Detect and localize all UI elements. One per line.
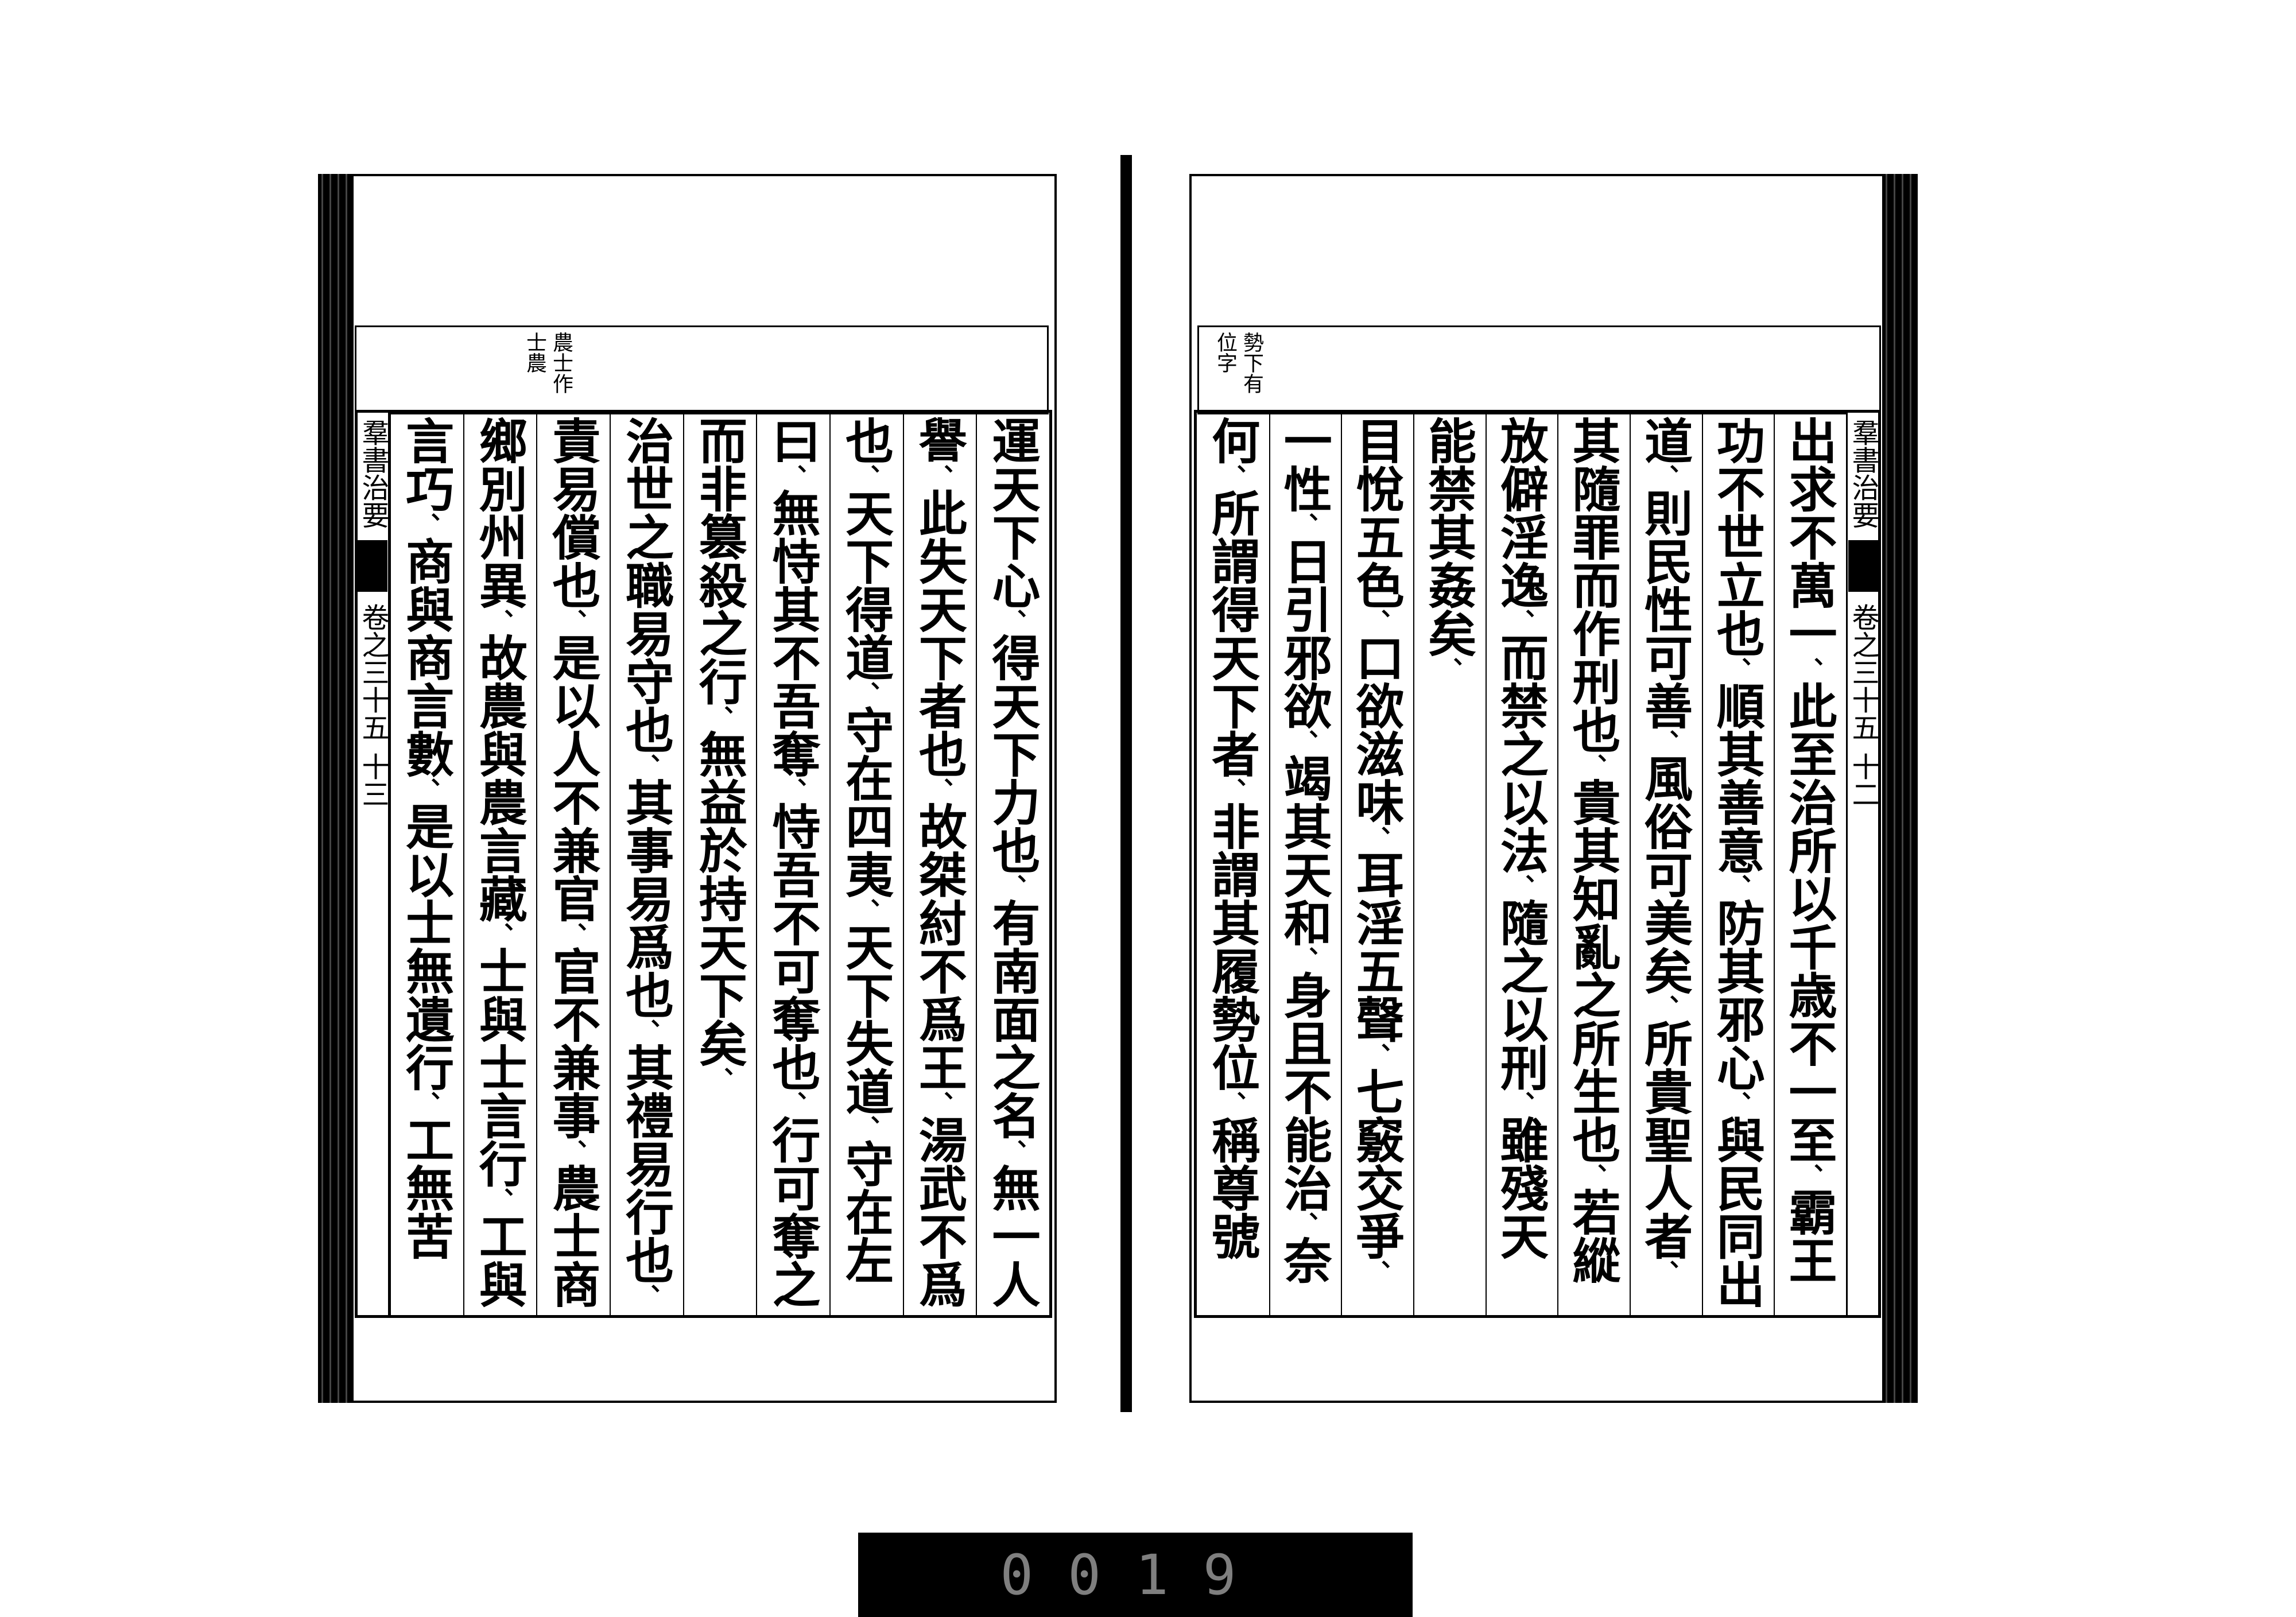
punctuation-mark: 、 [999,1139,1027,1164]
left-page: 農士作 士農 運天下心、得天下力也、有南面之名、無一人之 譽、此失天下者也、故桀… [318,174,1057,1403]
punctuation-mark: 、 [925,1091,954,1115]
punctuation-mark: 、 [1362,1043,1391,1067]
punctuation-mark: 、 [1795,657,1824,681]
text-column: 也、天下得道、守在四夷、天下失道、守在左右、故 [829,413,903,1315]
text-column: 出求不萬一、此至治所以千歳不一至、霸王之 [1774,413,1846,1315]
head-note-box: 農士作 士農 [355,325,1049,414]
punctuation-mark: 、 [1651,995,1680,1019]
text-column: 言巧、商與商言數、是以士無遺行、工無苦事、農 [389,413,463,1315]
punctuation-mark: 、 [852,464,881,488]
text-column: 功不世立也、順其善意、防其邪心、與民同出一 [1701,413,1774,1315]
chapter-label: 卷之三十五 [1847,603,1879,741]
leaf-number: 十三 [356,753,389,808]
punctuation-mark: 、 [925,464,954,488]
punctuation-mark: 、 [632,1284,661,1308]
punctuation-mark: 、 [1290,730,1319,754]
punctuation-mark: 、 [1362,826,1391,850]
punctuation-mark: 、 [486,609,514,633]
punctuation-mark: 、 [1434,657,1463,681]
punctuation-mark: 、 [559,1139,587,1164]
text-column: 道、則民性可善、風俗可美矣、所貴聖人者、非貴 [1629,413,1702,1315]
punctuation-mark: 、 [1578,1164,1607,1188]
punctuation-mark: 、 [1795,1164,1824,1188]
plate-number: 0019 [1000,1542,1271,1607]
punctuation-mark: 、 [1507,609,1535,633]
text-column: 而非篡殺之行、無益於持天下矣、 [682,413,757,1315]
punctuation-mark: 、 [999,609,1027,633]
punctuation-mark: 、 [1290,947,1319,971]
punctuation-mark: 、 [1723,1091,1752,1115]
punctuation-mark: 、 [1218,1091,1247,1115]
punctuation-mark: 、 [486,922,514,947]
punctuation-mark: 、 [1218,464,1247,488]
leaf-number: 十二 [1847,753,1879,808]
chapter-label: 卷之三十五 [356,603,389,741]
punctuation-mark: 、 [705,705,734,730]
head-note-line: 勢下有 [1240,332,1263,394]
text-column: 運天下心、得天下力也、有南面之名、無一人之 [976,413,1049,1315]
archive-number-plate: 0019 [858,1533,1413,1617]
punctuation-mark: 、 [486,1188,514,1212]
head-note-line: 農士作 [549,332,573,394]
punctuation-mark: 、 [1723,874,1752,898]
punctuation-mark: 、 [778,464,807,488]
right-page: 勢下有 位字 羣書治要 卷之三十五 十二 出求不萬一、此至治所以千歳不一至、霸王… [1189,174,1918,1403]
punctuation-mark: 、 [852,681,881,705]
text-column: 其隨罪而作刑也、貴其知亂之所生也、若縱之 [1557,413,1630,1315]
book-spine [1120,155,1132,1412]
punctuation-mark: 、 [1578,754,1607,778]
text-frame: 運天下心、得天下力也、有南面之名、無一人之 譽、此失天下者也、故桀紂不爲王、湯武… [355,410,1052,1318]
text-column: 治世之職易守也、其事易爲也、其禮易行也、其 [609,413,683,1315]
book-title: 羣書治要 [1847,418,1879,529]
punctuation-mark: 、 [412,513,441,537]
punctuation-mark: 、 [1723,657,1752,681]
head-note-line: 士農 [523,332,546,373]
punctuation-mark: 、 [852,1115,881,1139]
page-fore-edge [1882,174,1918,1403]
punctuation-mark: 、 [1507,1091,1535,1115]
punctuation-mark: 、 [999,874,1027,898]
punctuation-mark: 、 [1362,609,1391,633]
punctuation-mark: 、 [925,778,954,802]
punctuation-mark: 、 [559,609,587,633]
text-column: 放僻淫逸、而禁之以法、隨之以刑、雖殘天下、不 [1485,413,1558,1315]
text-frame: 羣書治要 卷之三十五 十二 出求不萬一、此至治所以千歳不一至、霸王之 功不世立也… [1194,410,1881,1318]
punctuation-mark: 、 [1290,1212,1319,1236]
text-column: 曰、無恃其不吾奪、恃吾不可奪也、行可奪之道、 [756,413,829,1315]
text-column: 目悅五色、口欲滋味、耳淫五聲、七竅交爭、以害 [1341,413,1413,1315]
punctuation-mark: 、 [705,1067,734,1091]
punctuation-mark: 、 [412,778,441,802]
punctuation-mark: 、 [778,778,807,802]
text-column: 責易償也、是以人不兼官、官不兼事、農士商工、 [536,413,610,1315]
punctuation-mark: 、 [1290,513,1319,537]
head-note: 農士作 士農 [523,332,573,394]
punctuation-mark: 、 [559,922,587,947]
punctuation-mark: 、 [852,898,881,922]
text-column: 鄉別州異、故農與農言藏、士與士言行、工與工 [463,413,537,1315]
punctuation-mark: 、 [1218,778,1247,802]
head-note: 勢下有 位字 [1213,332,1263,394]
fold-margin: 羣書治要 卷之三十五 十二 [1846,413,1879,1315]
book-title: 羣書治要 [356,418,389,529]
text-column: 何、所謂得天下者、非謂其履勢位、稱尊號也、言其 [1204,416,1261,1260]
page-fore-edge [318,174,354,1403]
punctuation-mark: 、 [1362,1260,1391,1284]
fish-tail-mark [1848,540,1878,592]
punctuation-mark: 、 [1651,730,1680,754]
punctuation-mark: 、 [1651,464,1680,488]
punctuation-mark: 、 [632,754,661,778]
punctuation-mark: 、 [412,1091,441,1115]
punctuation-mark: 、 [778,1091,807,1115]
punctuation-mark: 、 [1507,874,1535,898]
head-note-box: 勢下有 位字 [1197,325,1881,414]
text-column: 一性、日引邪欲、竭其天和、身且不能治、奈天下 [1269,413,1341,1315]
text-column: 能禁其姦矣、 [1413,413,1486,1315]
head-note-line: 位字 [1213,332,1237,373]
fold-margin: 羣書治要 卷之三十五 十三 [356,413,390,1315]
punctuation-mark: 、 [1651,1260,1680,1284]
fish-tail-mark [358,540,388,592]
text-column: 譽、此失天下者也、故桀紂不爲王、湯武不爲放 [902,413,976,1315]
punctuation-mark: 、 [632,1019,661,1043]
